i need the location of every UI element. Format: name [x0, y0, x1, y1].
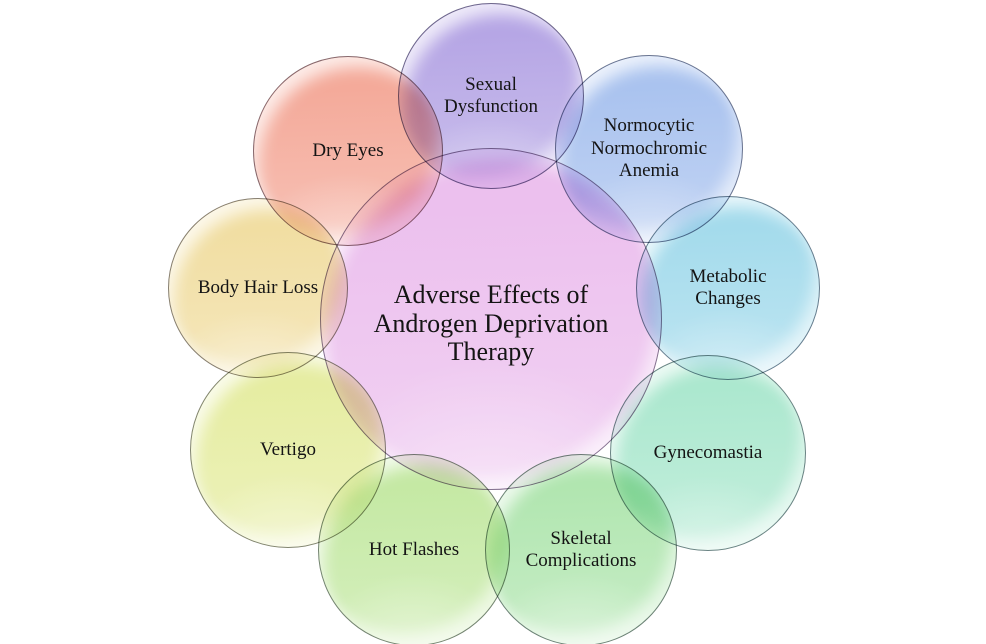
effect-label: Vertigo	[260, 438, 316, 460]
effect-label: Sexual Dysfunction	[444, 73, 538, 117]
effect-label: Hot Flashes	[368, 538, 460, 560]
effect-label: Skeletal Complications	[525, 527, 637, 571]
effect-label: Dry Eyes	[312, 139, 384, 161]
diagram-title: Adverse Effects of Androgen Deprivation …	[373, 280, 609, 367]
effect-bubble-skeletal-complications: Skeletal Complications	[485, 454, 677, 644]
effect-label: Metabolic Changes	[689, 265, 767, 309]
effect-label: Gynecomastia	[653, 441, 763, 463]
effect-bubble-hot-flashes: Hot Flashes	[318, 454, 510, 644]
effect-bubble-dry-eyes: Dry Eyes	[253, 56, 443, 246]
effect-bubble-vertigo: Vertigo	[190, 352, 386, 548]
effect-bubble-metabolic-changes: Metabolic Changes	[636, 196, 820, 380]
effect-label: Normocytic Normochromic Anemia	[590, 115, 708, 182]
effect-label: Body Hair Loss	[197, 276, 319, 298]
